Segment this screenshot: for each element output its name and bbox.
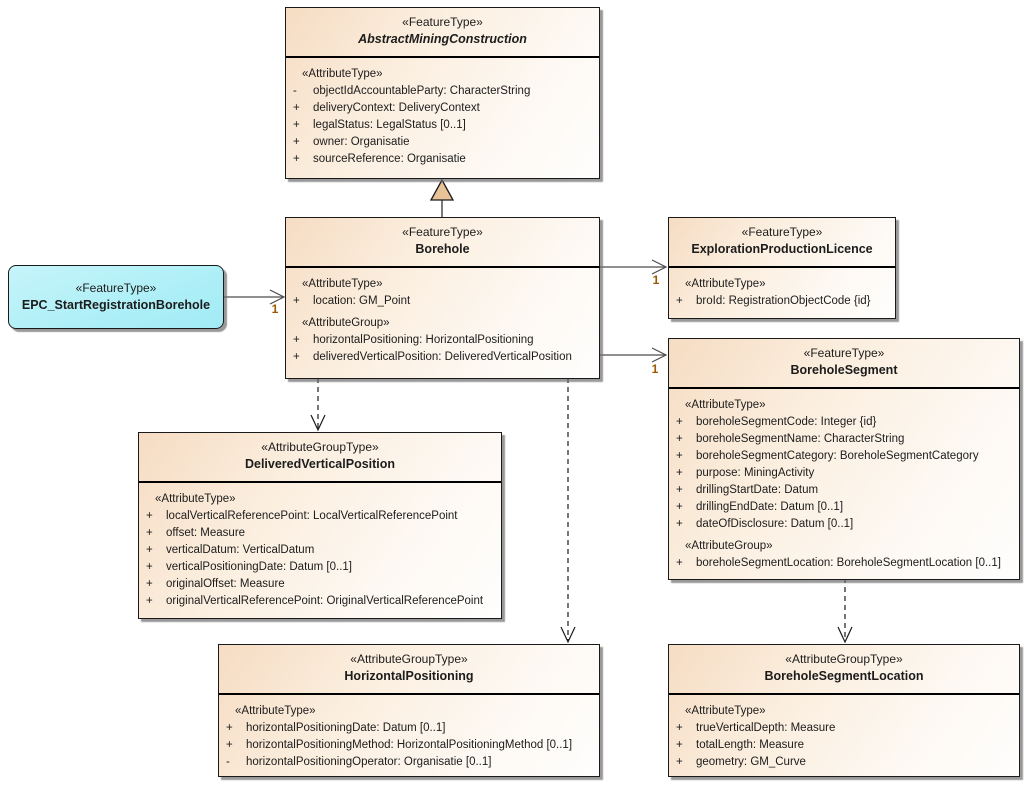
class-header: «FeatureType» ExplorationProductionLicen… [669, 218, 895, 268]
class-header: «AttributeGroupType» HorizontalPositioni… [219, 645, 599, 695]
association-borehole-to-segment [598, 347, 668, 363]
multiplicity-label: 1 [651, 362, 659, 376]
class-attributes: «AttributeType» +location: GM_Point «Att… [286, 268, 599, 366]
class-delivered-vertical-position[interactable]: «AttributeGroupType» DeliveredVerticalPo… [138, 432, 502, 619]
association-borehole-to-licence [598, 259, 668, 275]
attribute-row: +deliveredVerticalPosition: DeliveredVer… [293, 351, 572, 363]
attribute-row: +verticalPositioningDate: Datum [0..1] [146, 561, 353, 573]
compartment-label: «AttributeGroup» [685, 540, 773, 552]
compartment-label: «AttributeType» [155, 493, 236, 505]
compartment-label: «AttributeType» [685, 278, 766, 290]
class-stereotype: «FeatureType» [402, 225, 483, 239]
class-name: DeliveredVerticalPosition [244, 457, 396, 471]
class-name: ExplorationProductionLicence [691, 242, 873, 256]
class-name: BoreholeSegment [790, 363, 898, 377]
class-horizontal-positioning[interactable]: «AttributeGroupType» HorizontalPositioni… [218, 644, 600, 777]
class-borehole-segment[interactable]: «FeatureType» BoreholeSegment «Attribute… [668, 338, 1020, 580]
multiplicity-label: 1 [271, 302, 279, 316]
attribute-row: +drillingStartDate: Datum [676, 484, 819, 496]
attribute-row: +horizontalPositioningMethod: Horizontal… [226, 739, 573, 751]
class-name: HorizontalPositioning [344, 669, 474, 683]
attribute-row: +broId: RegistrationObjectCode {id} [676, 295, 871, 307]
class-header: «FeatureType» AbstractMiningConstruction [286, 8, 599, 58]
attribute-row: +boreholeSegmentName: CharacterString [676, 433, 905, 445]
attribute-row: +location: GM_Point [293, 295, 411, 307]
compartment-label: «AttributeType» [302, 278, 383, 290]
class-stereotype: «FeatureType» [741, 225, 823, 239]
multiplicity-label: 1 [652, 273, 660, 287]
class-stereotype: «FeatureType» [402, 15, 483, 29]
object-stereotype: «FeatureType» [75, 281, 157, 295]
class-header: «FeatureType» BoreholeSegment [669, 339, 1019, 389]
attribute-row: +localVerticalReferencePoint: LocalVerti… [146, 510, 458, 522]
attribute-row: +sourceReference: Organisatie [293, 153, 466, 165]
class-abstract-mining-construction[interactable]: «FeatureType» AbstractMiningConstruction… [285, 7, 600, 179]
class-stereotype: «AttributeGroupType» [785, 652, 903, 666]
attribute-row: +legalStatus: LegalStatus [0..1] [293, 119, 466, 131]
class-attributes: «AttributeType» +trueVerticalDepth: Meas… [669, 695, 1019, 771]
class-attributes: «AttributeType» +broId: RegistrationObje… [669, 268, 895, 310]
class-name: Borehole [415, 242, 470, 256]
attribute-row: -objectIdAccountableParty: CharacterStri… [293, 85, 531, 97]
dependency-segment-to-segmentlocation [837, 578, 853, 644]
attribute-row: +originalVerticalReferencePoint: Origina… [146, 595, 484, 607]
dependency-borehole-to-deliveredverticalposition [310, 378, 326, 432]
compartment-label: «AttributeType» [235, 705, 316, 717]
attribute-row: +purpose: MiningActivity [676, 467, 815, 479]
class-stereotype: «AttributeGroupType» [350, 652, 468, 666]
attribute-row: +horizontalPositioning: HorizontalPositi… [293, 334, 534, 346]
class-attributes: «AttributeType» +localVerticalReferenceP… [139, 483, 501, 610]
attribute-row: +verticalDatum: VerticalDatum [146, 544, 315, 556]
dependency-borehole-to-horizontalpositioning [560, 378, 576, 644]
class-stereotype: «AttributeGroupType» [261, 440, 379, 454]
object-epc-start-registration-borehole[interactable]: «FeatureType» EPC_StartRegistrationBoreh… [8, 265, 224, 329]
attribute-row: +boreholeSegmentCode: Integer {id} [676, 416, 877, 428]
attribute-row: +deliveryContext: DeliveryContext [293, 102, 480, 114]
class-attributes: «AttributeType» -objectIdAccountablePart… [286, 58, 599, 168]
attribute-row: +boreholeSegmentLocation: BoreholeSegmen… [676, 557, 1001, 569]
attribute-row: +drillingEndDate: Datum [0..1] [676, 501, 844, 513]
attribute-row: +originalOffset: Measure [146, 578, 285, 590]
compartment-label: «AttributeType» [302, 68, 383, 80]
class-borehole[interactable]: «FeatureType» Borehole «AttributeType» +… [285, 217, 600, 379]
class-attributes: «AttributeType» +horizontalPositioningDa… [219, 695, 599, 771]
attribute-row: +horizontalPositioningDate: Datum [0..1] [226, 722, 446, 734]
attribute-row: +geometry: GM_Curve [676, 756, 806, 768]
attribute-row: +dateOfDisclosure: Datum [0..1] [676, 518, 854, 530]
generalization-borehole-to-abstractminingconstruction [429, 178, 455, 217]
class-header: «AttributeGroupType» BoreholeSegmentLoca… [669, 645, 1019, 695]
compartment-label: «AttributeType» [685, 399, 766, 411]
attribute-row: -horizontalPositioningOperator: Organisa… [226, 756, 492, 768]
class-exploration-production-licence[interactable]: «FeatureType» ExplorationProductionLicen… [668, 217, 896, 319]
class-header: «AttributeGroupType» DeliveredVerticalPo… [139, 433, 501, 483]
compartment-label: «AttributeType» [685, 705, 766, 717]
compartment-label: «AttributeGroup» [302, 317, 390, 329]
attribute-row: +owner: Organisatie [293, 136, 410, 148]
attribute-row: +boreholeSegmentCategory: BoreholeSegmen… [676, 450, 979, 462]
class-header: «FeatureType» Borehole [286, 218, 599, 268]
class-name: BoreholeSegmentLocation [764, 669, 924, 683]
class-borehole-segment-location[interactable]: «AttributeGroupType» BoreholeSegmentLoca… [668, 644, 1020, 777]
class-name: AbstractMiningConstruction [358, 32, 527, 46]
class-attributes: «AttributeType» +boreholeSegmentCode: In… [669, 389, 1019, 572]
class-stereotype: «FeatureType» [803, 346, 885, 360]
attribute-row: +totalLength: Measure [676, 739, 805, 751]
attribute-row: +trueVerticalDepth: Measure [676, 722, 836, 734]
object-name: EPC_StartRegistrationBorehole [21, 298, 211, 312]
attribute-row: +offset: Measure [146, 527, 246, 539]
